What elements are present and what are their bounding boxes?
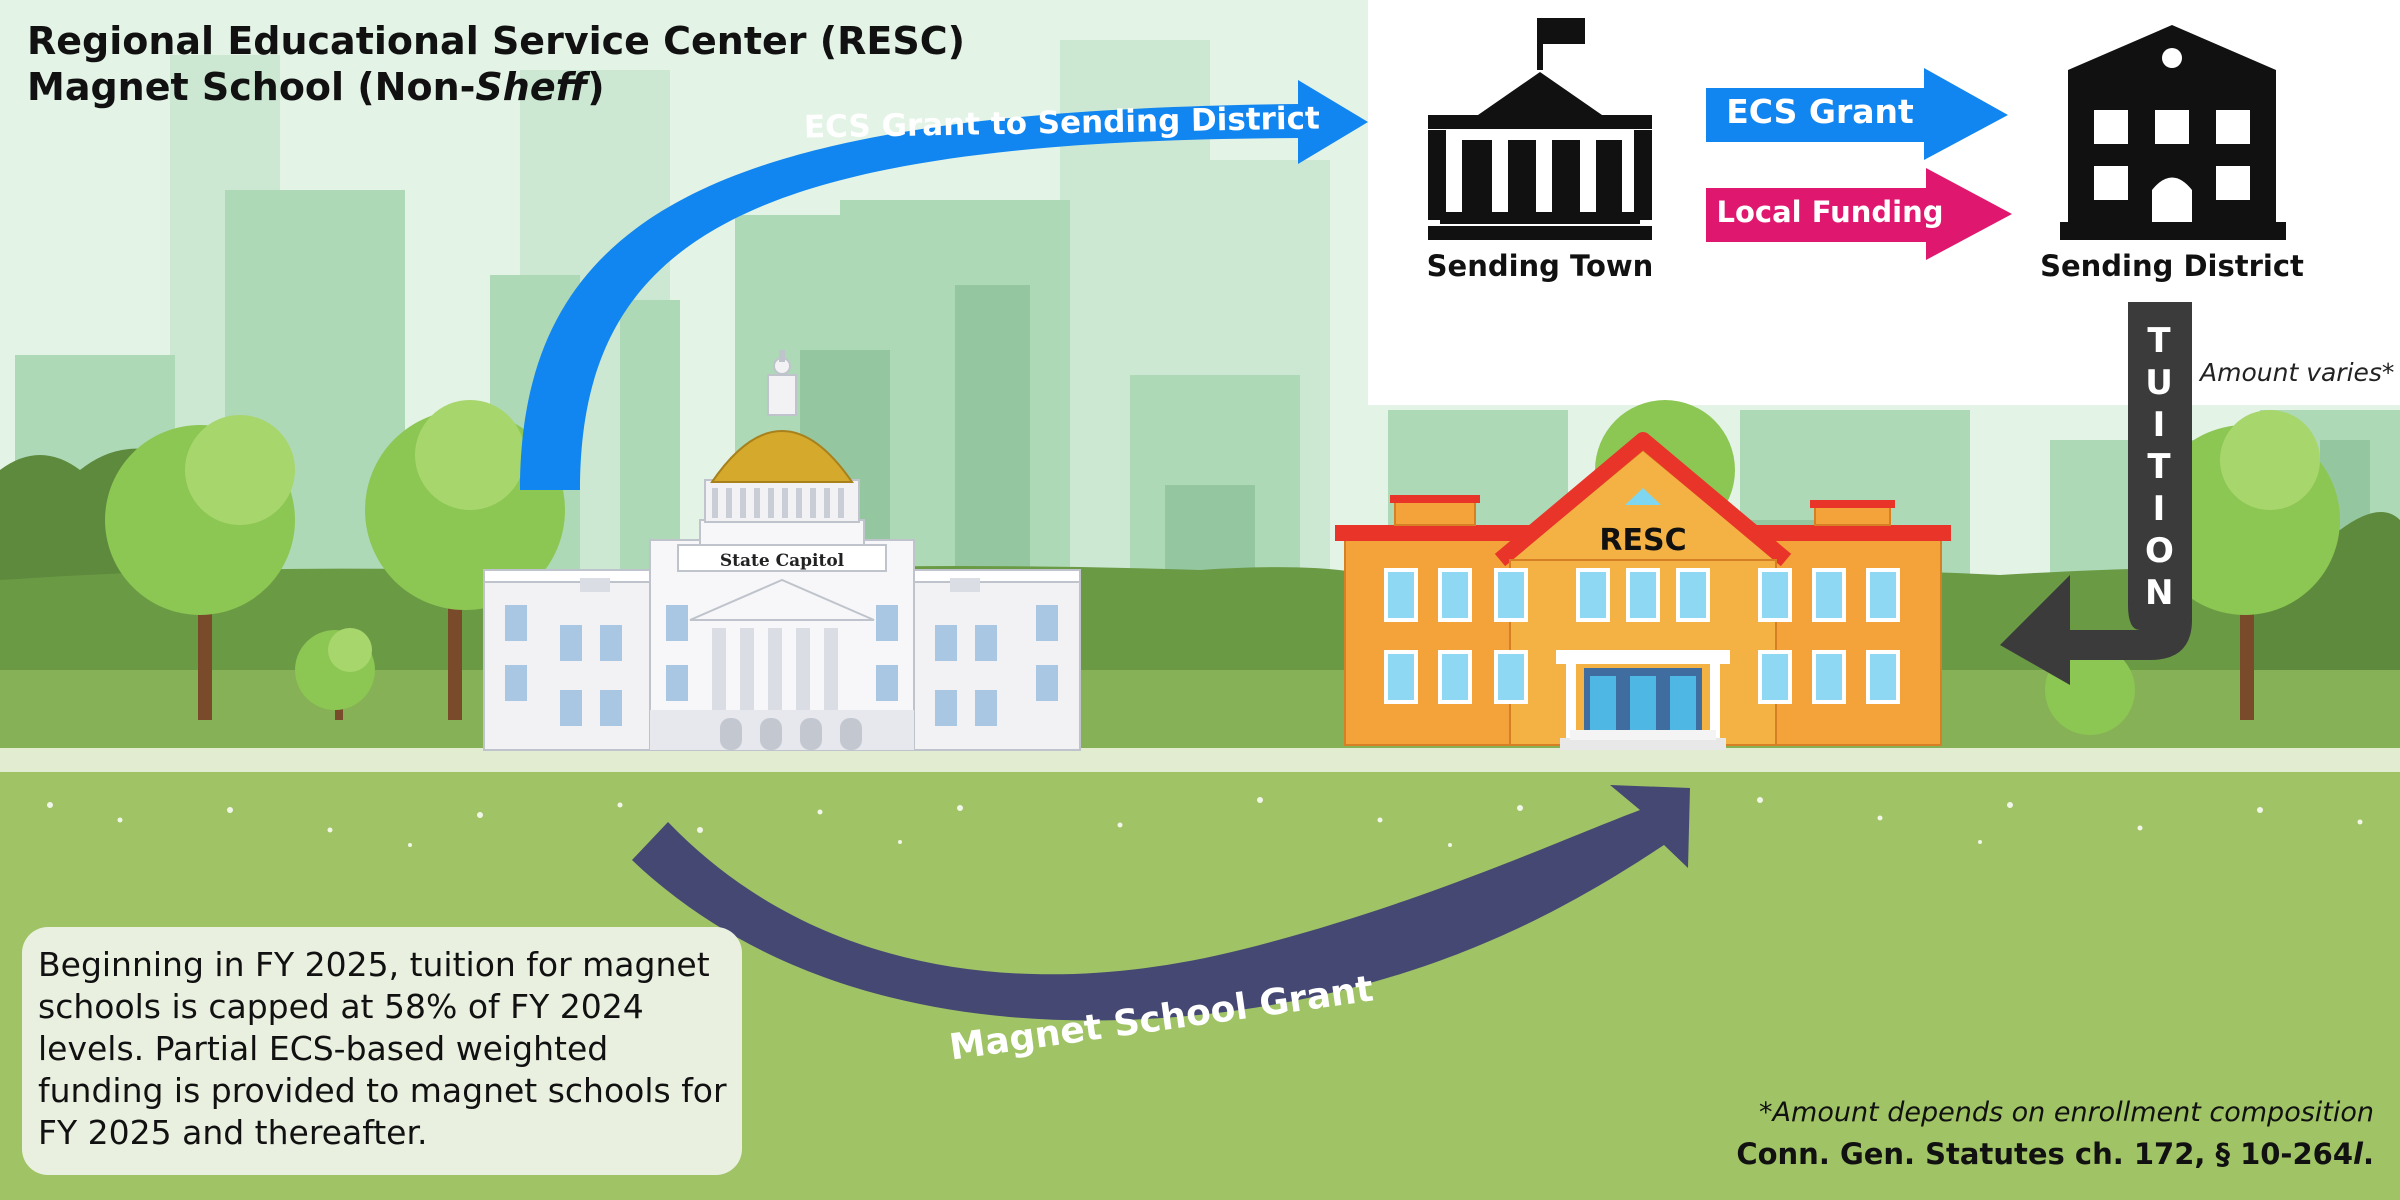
title-line-2-italic: Sheff	[475, 65, 588, 109]
sidewalk	[0, 748, 2400, 772]
footnote: *Amount depends on enrollment compositio…	[1759, 1097, 2374, 1128]
tree-left	[105, 415, 295, 720]
info-note-text: Beginning in FY 2025, tuition for magnet…	[38, 945, 727, 1152]
tuition-label: T U I T I O N	[2145, 320, 2175, 614]
sending-town-label: Sending Town	[1427, 249, 1654, 283]
local-funding-arrow	[1706, 168, 2012, 260]
local-funding-label: Local Funding	[1717, 195, 1944, 229]
tuition-amount-note: Amount varies*	[2200, 358, 2395, 387]
ecs-to-district-arrow	[520, 80, 1368, 490]
tuition-letter: O	[2145, 531, 2176, 571]
info-note-box	[22, 927, 742, 1175]
page-title: Regional Educational Service Center (RES…	[27, 18, 965, 110]
resc-building	[1335, 432, 1951, 750]
ecs-grant-arrow	[1706, 68, 2008, 160]
state-capitol-building	[483, 350, 1081, 751]
sending-district-label: Sending District	[2040, 249, 2304, 283]
title-line-2-suffix: )	[587, 65, 605, 109]
tuition-letter: U	[2145, 363, 2175, 403]
magnet-grant-arrow	[632, 785, 1690, 1021]
tree-right	[2150, 410, 2340, 720]
bush-left	[295, 628, 375, 720]
tuition-arrow	[2000, 302, 2192, 685]
lawn-back	[0, 670, 2400, 750]
statute-citation: Conn. Gen. Statutes ch. 172, § 10-264l.	[1736, 1137, 2374, 1171]
title-line-2: Magnet School (Non-Sheff)	[27, 64, 965, 110]
tuition-letter: T	[2147, 321, 2173, 361]
tuition-letter: I	[2152, 489, 2168, 529]
citation-prefix: Conn. Gen. Statutes ch. 172, § 10-264	[1736, 1137, 2354, 1171]
ecs-grant-label: ECS Grant	[1726, 92, 1914, 131]
tuition-letter: N	[2145, 573, 2176, 613]
tuition-letter: I	[2152, 405, 2168, 445]
citation-suffix: .	[2362, 1137, 2374, 1171]
state-capitol-sign: State Capitol	[720, 551, 845, 571]
tuition-letter: T	[2147, 447, 2173, 487]
title-line-2-prefix: Magnet School (Non-	[27, 65, 476, 109]
tree-mid-left	[365, 400, 565, 720]
town-hall-icon	[1428, 18, 1652, 240]
citation-italic: l	[2353, 1137, 2363, 1171]
title-line-1: Regional Educational Service Center (RES…	[27, 19, 965, 63]
resc-sign: RESC	[1599, 523, 1686, 558]
lawn-specks	[47, 797, 2363, 847]
school-building-icon	[2060, 25, 2286, 240]
